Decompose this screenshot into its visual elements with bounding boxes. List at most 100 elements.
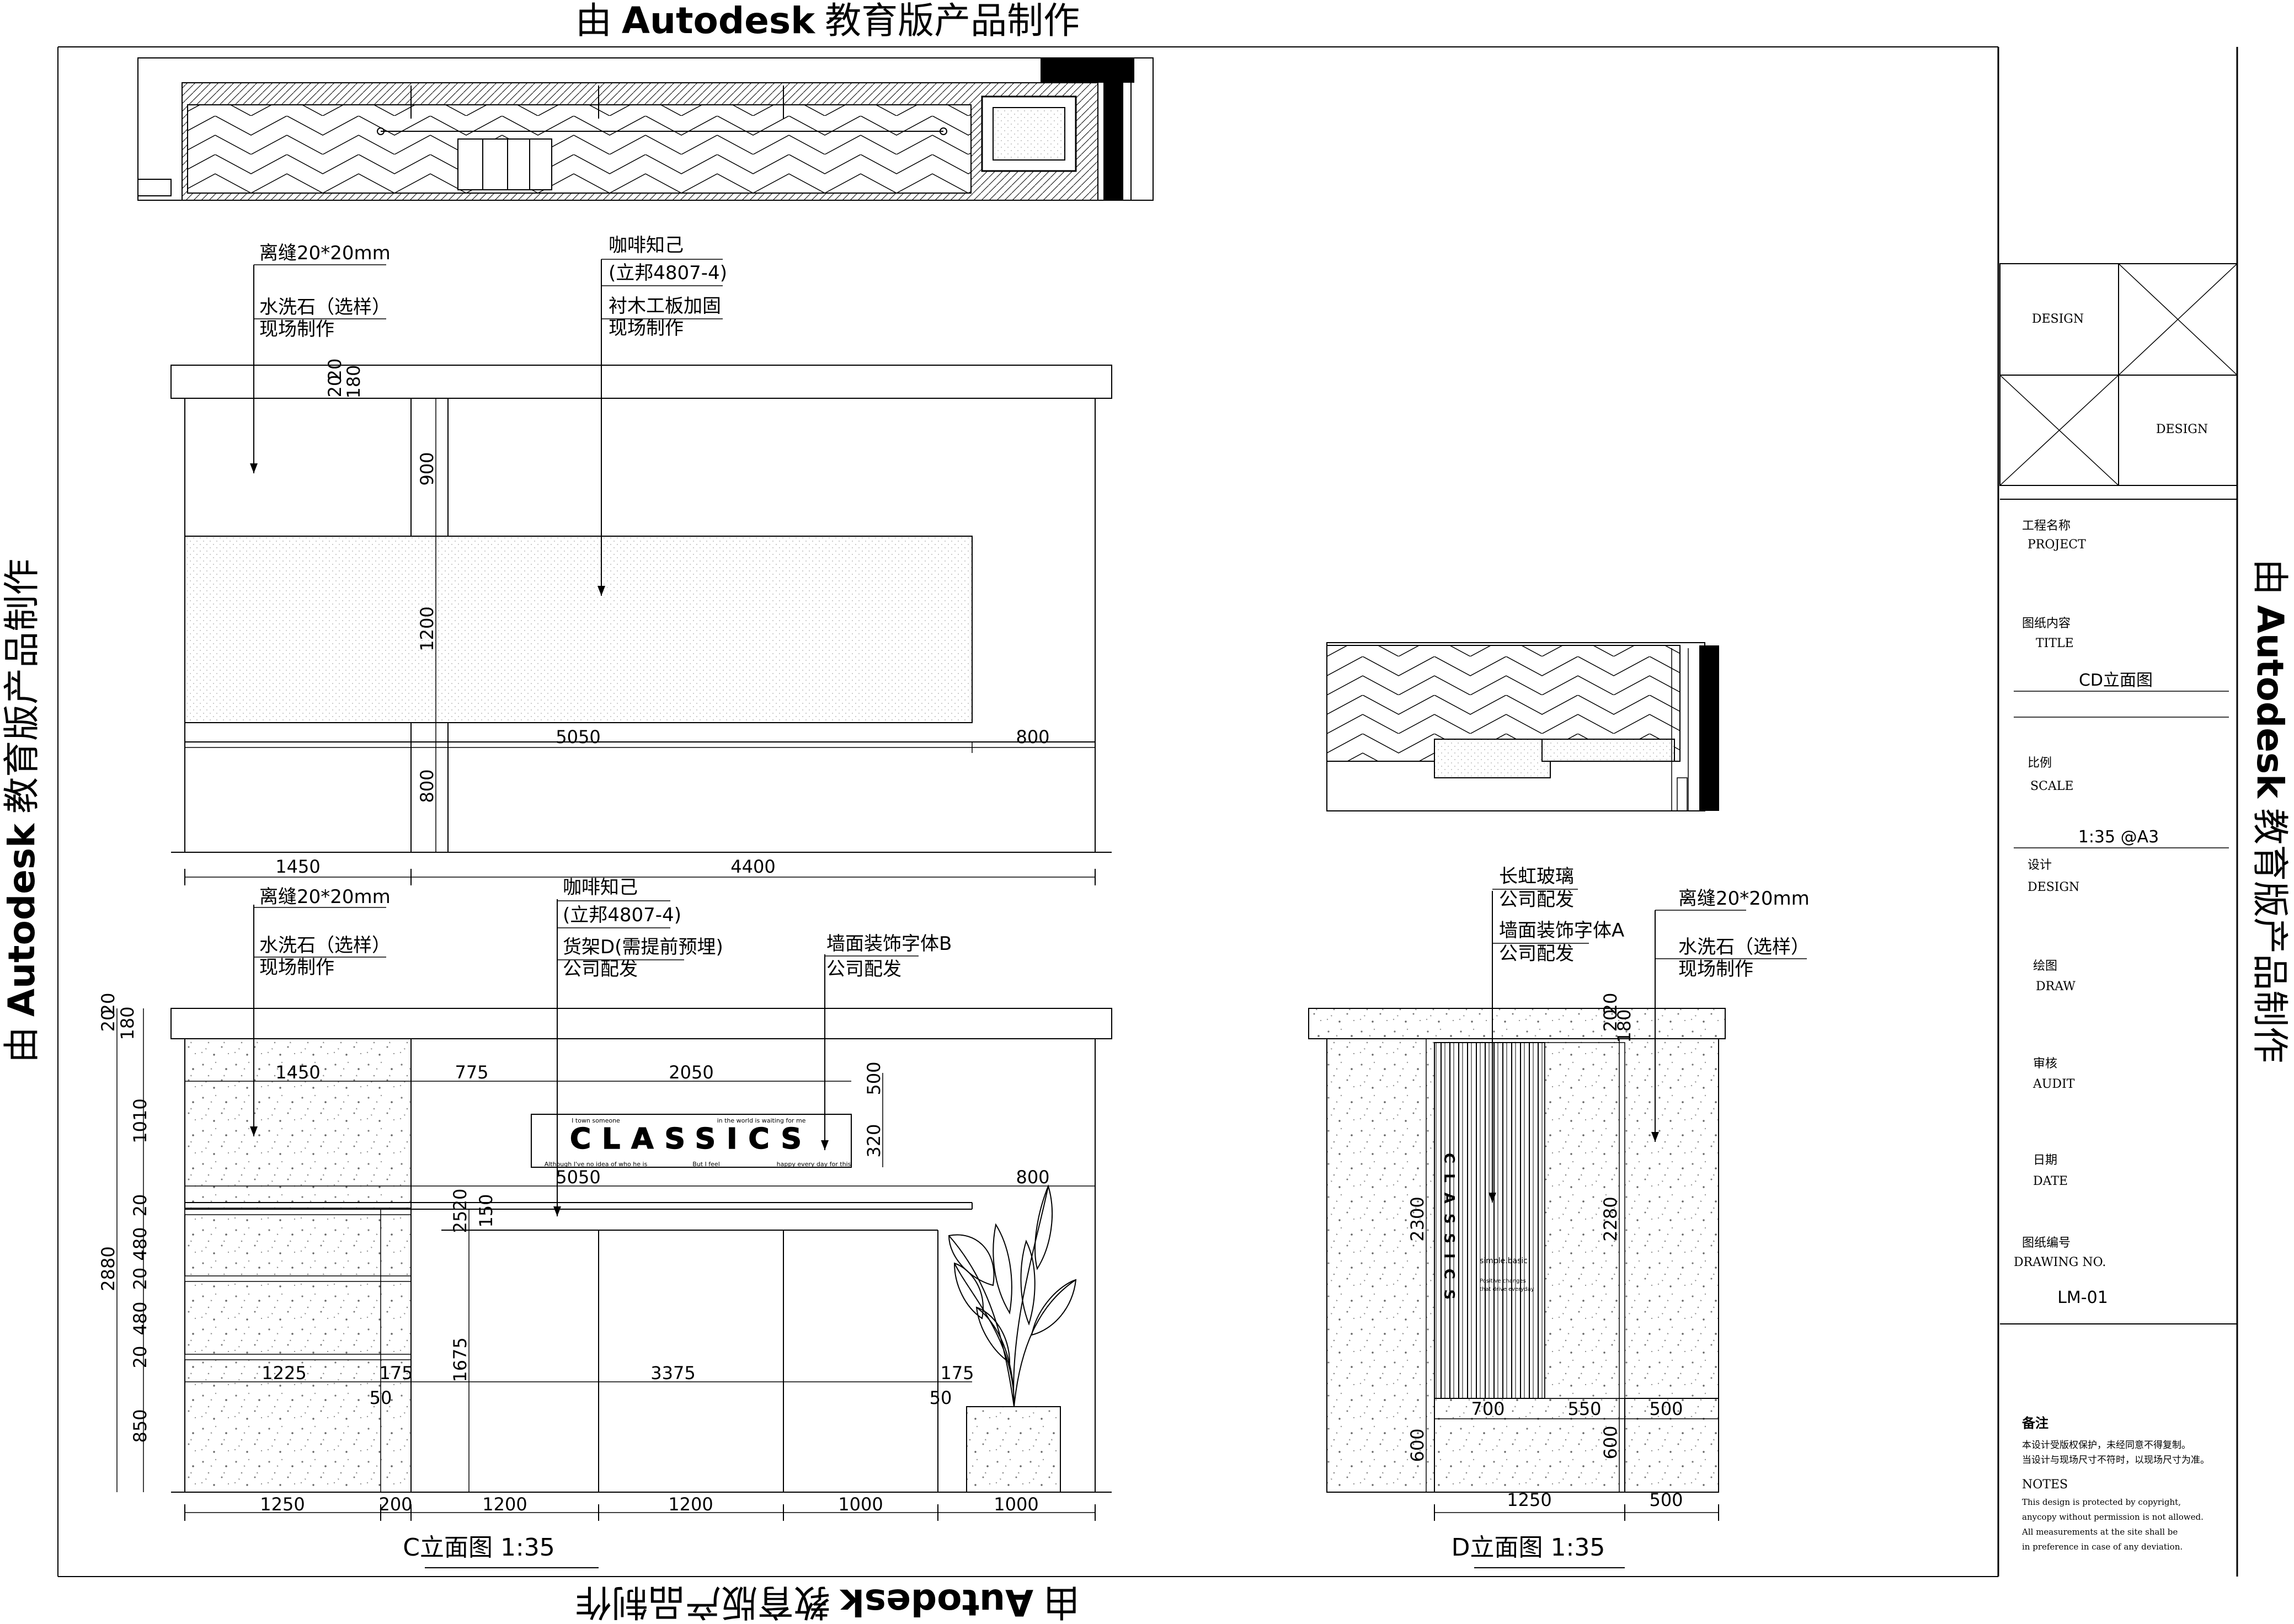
tb-draw-en: DRAW — [2036, 980, 2076, 993]
label-plywood-upper: 衬木工板加固 — [609, 295, 721, 317]
elevation-d-title: D立面图 1:35 — [1452, 1534, 1605, 1562]
tb-drawno-cn: 图纸编号 — [2022, 1236, 2071, 1250]
dim-sign-320: 320 — [863, 1124, 884, 1157]
dim-lower-480a: 480 — [130, 1227, 151, 1260]
tb-project-en: PROJECT — [2028, 538, 2086, 552]
tb-notes-en-3: All measurements at the site shall be — [2021, 1527, 2178, 1537]
plan-view-top — [137, 57, 1154, 201]
sign-d-vertical-word: CLASSICS — [1441, 1153, 1457, 1310]
dim-d-500a: 500 — [1649, 1398, 1683, 1419]
dim-lower-180: 180 — [117, 1006, 138, 1040]
dim-upper-800v: 800 — [417, 769, 438, 803]
dim-upper-20b: 20 — [324, 359, 345, 381]
tb-design-cn: 设计 — [2028, 858, 2052, 872]
elevation-c-title: C立面图 1:35 — [403, 1534, 555, 1562]
elevation-d: CLASSICS simple.basic Positive changes t… — [1308, 866, 1810, 1568]
label-terrazzo-upper: 水洗石（选样） — [259, 296, 391, 318]
plant-illustration — [948, 1184, 1077, 1493]
title-block: DESIGN DESIGN 工程名称 PROJECT 图纸内容 TITLE CD… — [1999, 263, 2238, 1552]
tb-scale-cn: 比例 — [2028, 756, 2052, 770]
label-site-upper-2: 现场制作 — [609, 317, 684, 339]
dim-lower-480b: 480 — [130, 1301, 151, 1335]
sign-d-small-3: that drive everyday — [1480, 1286, 1534, 1292]
label-terrazzo-lower: 水洗石（选样） — [259, 934, 391, 957]
dim-bottom-1200b: 1200 — [668, 1494, 713, 1515]
dim-shelf-3375: 3375 — [650, 1363, 695, 1383]
dim-lower-20d: 20 — [130, 1268, 151, 1290]
label-company-supplied-4: 公司配发 — [1499, 943, 1574, 965]
label-company-supplied-1: 公司配发 — [563, 958, 638, 980]
tb-notes-en-4: in preference in case of any deviation. — [2022, 1542, 2183, 1552]
label-company-supplied-2: 公司配发 — [826, 958, 901, 980]
dim-d-500b: 500 — [1649, 1489, 1683, 1510]
sign-line-bottom-3: happy every day for this — [777, 1161, 851, 1168]
dim-lower-top-1450: 1450 — [275, 1062, 320, 1083]
dim-bottom-1000a: 1000 — [838, 1494, 883, 1515]
dim-upper-1450: 1450 — [275, 856, 320, 877]
label-nippon-upper: (立邦4807-4) — [609, 262, 727, 284]
dim-d-20a: 20 — [1600, 1009, 1621, 1032]
tb-notes-en-2: anycopy without permission is not allowe… — [2022, 1512, 2204, 1522]
tb-project-cn: 工程名称 — [2022, 519, 2071, 533]
tb-title-cn: 图纸内容 — [2022, 617, 2071, 631]
dim-upper-4400: 4400 — [730, 856, 775, 877]
dim-lower-1010: 1010 — [130, 1098, 151, 1143]
dim-bottom-1250: 1250 — [260, 1494, 305, 1515]
dim-shelf-1225: 1225 — [262, 1363, 306, 1383]
dim-lower-top-2050: 2050 — [669, 1062, 713, 1083]
watermark-left: 由Autodesk教育版产品制作 — [1, 559, 43, 1063]
dim-lower-top-775: 775 — [455, 1062, 488, 1083]
label-company-supplied-3: 公司配发 — [1499, 889, 1574, 911]
dim-lower-20a: 20 — [98, 1009, 119, 1032]
tb-notes-cn-2: 当设计与现场尺寸不符时，以现场尺寸为准。 — [2022, 1455, 2210, 1466]
dim-lower-mid-800: 800 — [1016, 1167, 1049, 1188]
tb-title-value: CD立面图 — [2079, 671, 2153, 690]
tb-design-1: DESIGN — [2032, 312, 2084, 326]
tb-date-en: DATE — [2033, 1174, 2068, 1188]
dim-lower-850: 850 — [130, 1409, 151, 1443]
dim-shelf-50b: 50 — [930, 1387, 952, 1408]
tb-scale-en: SCALE — [2030, 779, 2073, 793]
label-gap-lower: 离缝20*20mm — [259, 886, 391, 908]
tb-design-2: DESIGN — [2156, 423, 2208, 436]
dim-d-600b: 600 — [1600, 1425, 1621, 1459]
dim-upper-1200: 1200 — [417, 606, 438, 651]
dim-lower-25: 25 — [450, 1211, 471, 1233]
label-shelf-d: 货架D(需提前预埋) — [563, 936, 723, 958]
dim-shelf-50a: 50 — [370, 1387, 392, 1408]
dim-lower-20e: 20 — [130, 1346, 151, 1369]
tb-date-cn: 日期 — [2033, 1153, 2057, 1167]
plan-view-d — [1326, 642, 1719, 811]
sign-word-classics: CLASSICS — [570, 1123, 813, 1156]
label-site-d: 现场制作 — [1678, 958, 1753, 980]
dim-shelf-175a: 175 — [379, 1363, 413, 1383]
label-coffee-upper: 咖啡知己 — [609, 234, 684, 257]
dim-d-600a: 600 — [1407, 1428, 1428, 1462]
label-terrazzo-d: 水洗石（选样） — [1678, 936, 1810, 958]
sign-line-top-left: I town someone — [572, 1117, 620, 1124]
dim-lower-150: 150 — [476, 1194, 497, 1227]
dim-upper-180: 180 — [343, 365, 364, 398]
tb-drawno-value: LM-01 — [2057, 1288, 2108, 1307]
tb-design-en: DESIGN — [2028, 880, 2079, 894]
dim-lower-20b: 20 — [98, 993, 119, 1016]
dim-lower-mid-5050: 5050 — [556, 1167, 600, 1188]
elevation-c-lower: CLASSICS I town someone in the world is … — [98, 877, 1112, 1568]
tb-notes-cn-title: 备注 — [2021, 1415, 2048, 1431]
label-gap-d: 离缝20*20mm — [1678, 888, 1810, 910]
sign-d-small-1: simple.basic — [1480, 1257, 1528, 1265]
tb-title-en: TITLE — [2036, 637, 2074, 650]
label-glass: 长虹玻璃 — [1499, 866, 1574, 888]
dim-upper-900: 900 — [417, 452, 438, 485]
dim-bottom-200: 200 — [378, 1494, 412, 1515]
tb-notes-cn-1: 本设计受版权保护，未经同意不得复制。 — [2022, 1440, 2191, 1451]
label-gap-upper: 离缝20*20mm — [259, 242, 391, 264]
dim-lower-2880: 2880 — [98, 1246, 119, 1291]
label-wall-font-b: 墙面装饰字体B — [826, 933, 952, 955]
sign-line-top-right: in the world is waiting for me — [717, 1117, 806, 1124]
watermark-bottom: 由Autodesk教育版产品制作 — [575, 1581, 1080, 1622]
sign-line-bottom-1: Although I've no idea of who he is — [545, 1161, 648, 1168]
dim-bottom-1200a: 1200 — [482, 1494, 527, 1515]
dim-d-700: 700 — [1471, 1398, 1505, 1419]
